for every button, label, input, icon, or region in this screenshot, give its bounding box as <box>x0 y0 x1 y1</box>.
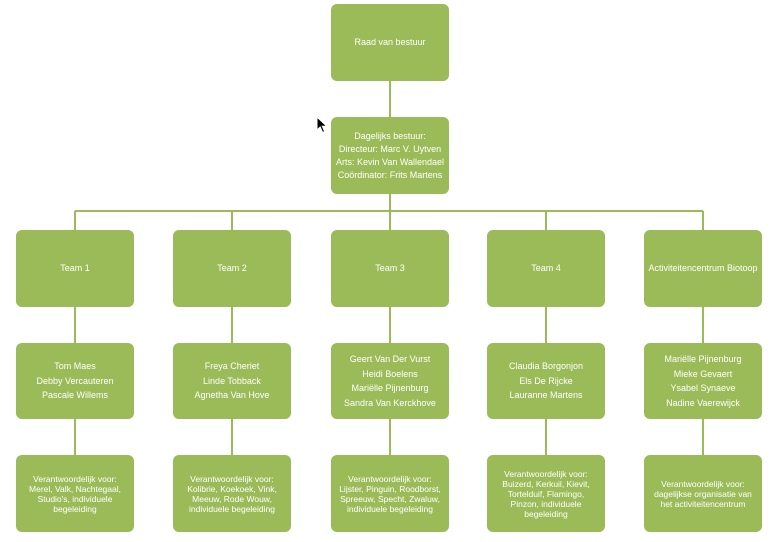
team-4-resp-line: Verantwoordelijk voor: <box>504 468 588 479</box>
team-2-member: Linde Tobback <box>203 375 261 386</box>
team-1-responsibility-box: Verantwoordelijk voor: Merel, Valk, Nach… <box>16 455 134 532</box>
team-4-resp-line: Buizerd, Kerkuil, Kievit, <box>502 478 590 489</box>
team-3-resp-line: Lijster, Pinguin, Roodborst, <box>339 483 441 494</box>
team-3-box: Team 3 <box>331 230 449 307</box>
team-2-title: Team 2 <box>217 263 247 273</box>
daily-board-doctor: Arts: Kevin Van Wallendael <box>335 156 445 167</box>
mouse-cursor-icon <box>316 116 328 134</box>
team-2-member: Agnetha Van Hove <box>194 390 270 401</box>
team-1-member: Debby Vercauteren <box>36 375 114 386</box>
daily-board-director: Directeur: Marc V. Uytven <box>338 143 442 154</box>
daily-board-box: Dagelijks bestuur: Directeur: Marc V. Uy… <box>331 117 449 194</box>
team-3-resp-line: Spreeuw, Specht, Zwaluw, <box>340 493 440 504</box>
team-2-resp-line: Kolibrie, Koekoek, Vink, <box>187 483 277 494</box>
team-2-resp-line: individuele begeleiding <box>188 503 275 514</box>
team-2-resp-line: Verantwoordelijk voor: <box>190 473 274 484</box>
team-4-member: Lauranne Martens <box>509 390 583 401</box>
activity-center-resp-line: dagelijkse organisatie van <box>654 488 752 499</box>
team-2-responsibility-box: Verantwoordelijk voor: Kolibrie, Koekoek… <box>173 455 291 532</box>
team-2-members-box: Freya Cheriet Linde Tobback Agnetha Van … <box>173 343 291 419</box>
team-3-resp-line: Verantwoordelijk voor: <box>348 473 432 484</box>
team-4-box: Team 4 <box>487 230 605 307</box>
activity-center-responsibility-box: Verantwoordelijk voor: dagelijkse organi… <box>644 455 762 532</box>
team-2-member: Freya Cheriet <box>204 361 260 372</box>
team-4-resp-line: Pinzon, individuele <box>510 498 582 509</box>
team-1-resp-line: Studio's, individuele <box>37 493 113 504</box>
activity-center-box: Activiteitencentrum Biotoop <box>644 230 762 307</box>
team-3-members-box: Geert Van Der Vurst Heidi Boelens Mariël… <box>331 343 449 419</box>
team-3-resp-line: individuele begeleiding <box>346 503 433 514</box>
team-1-member: Pascale Willems <box>41 390 108 401</box>
daily-board-heading: Dagelijks bestuur: <box>354 130 426 141</box>
team-2-resp-line: Meeuw, Rode Wouw, <box>192 493 272 504</box>
team-4-resp-line: begeleiding <box>524 508 568 519</box>
team-3-member: Sandra Van Kerckhove <box>344 397 436 408</box>
board-box: Raad van bestuur <box>331 4 449 81</box>
activity-center-member: Nadine Vaerewijck <box>666 397 740 408</box>
activity-center-members-box: Mariëlle Pijnenburg Mieke Gevaert Ysabel… <box>644 343 762 419</box>
activity-center-title: Activiteitencentrum Biotoop <box>648 263 758 273</box>
team-4-resp-line: Tortelduif, Flamingo, <box>507 488 585 499</box>
team-1-box: Team 1 <box>16 230 134 307</box>
team-3-responsibility-box: Verantwoordelijk voor: Lijster, Pinguin,… <box>331 455 449 532</box>
team-3-member: Heidi Boelens <box>362 368 418 379</box>
team-1-resp-line: Merel, Valk, Nachtegaal, <box>29 483 121 494</box>
team-3-title: Team 3 <box>375 263 405 273</box>
team-3-member: Geert Van Der Vurst <box>349 354 431 364</box>
daily-board-coordinator: Coördinator: Frits Martens <box>337 169 443 180</box>
team-4-member: Claudia Borgonjon <box>508 361 584 372</box>
board-title: Raad van bestuur <box>354 37 426 47</box>
activity-center-member: Ysabel Synaeve <box>670 383 736 393</box>
team-3-member: Mariëlle Pijnenburg <box>351 383 429 393</box>
team-4-members-box: Claudia Borgonjon Els De Rijcke Lauranne… <box>487 343 605 419</box>
activity-center-member: Mariëlle Pijnenburg <box>664 354 742 364</box>
team-4-responsibility-box: Verantwoordelijk voor: Buizerd, Kerkuil,… <box>487 455 605 532</box>
team-4-title: Team 4 <box>531 263 561 273</box>
team-2-box: Team 2 <box>173 230 291 307</box>
team-1-resp-line: begeleiding <box>53 503 97 514</box>
team-4-member: Els De Rijcke <box>519 375 573 386</box>
team-1-title: Team 1 <box>60 263 90 273</box>
activity-center-resp-line: Verantwoordelijk voor: <box>661 478 745 489</box>
activity-center-member: Mieke Gevaert <box>673 368 733 379</box>
activity-center-resp-line: het activiteitencentrum <box>660 498 746 509</box>
team-1-member: Tom Maes <box>54 361 96 372</box>
team-1-members-box: Tom Maes Debby Vercauteren Pascale Wille… <box>16 343 134 419</box>
team-1-resp-line: Verantwoordelijk voor: <box>33 473 117 484</box>
